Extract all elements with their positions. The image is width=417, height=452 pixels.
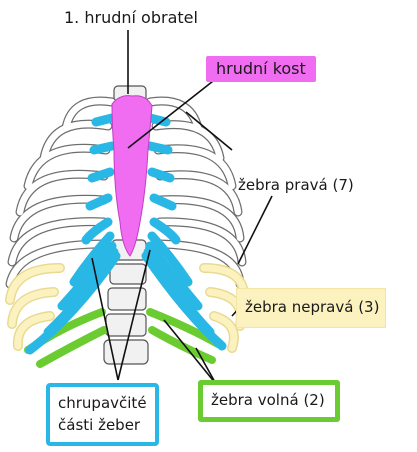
- label-costal-cartilage-line2: části žeber: [58, 414, 147, 436]
- label-floating-ribs: žebra volná (2): [198, 380, 340, 422]
- label-true-ribs: žebra pravá (7): [238, 176, 354, 195]
- label-costal-cartilage: chrupavčité části žeber: [46, 383, 159, 446]
- label-sternum: hrudní kost: [206, 56, 316, 82]
- sternum-bone: [112, 96, 152, 256]
- label-first-thoracic-vertebra: 1. hrudní obratel: [64, 8, 198, 27]
- label-costal-cartilage-line1: chrupavčité: [58, 392, 147, 414]
- label-false-ribs: žebra nepravá (3): [236, 288, 386, 328]
